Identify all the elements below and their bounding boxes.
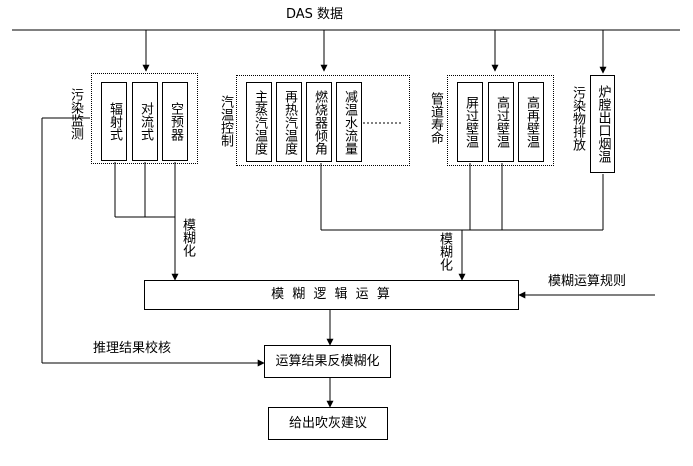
box-reheat-temp: 再热汽温度 [276, 82, 302, 162]
fuzzy-rule-label: 模糊运算规则 [548, 274, 627, 289]
fuzzy-logic-box: 模 糊 逻 辑 运 算 [144, 280, 519, 310]
group-label-emission: 污染物排放 [570, 86, 585, 151]
fuzzify-label-right: 模糊化 [437, 232, 452, 271]
group-label-pollution-monitor: 污染监测 [68, 88, 83, 140]
group-label-steam-control: 汽温控制 [218, 95, 233, 147]
box-desuperheat-flow: 减温水流量 [336, 82, 362, 162]
group-steam-control [236, 75, 410, 166]
box-convective: 对流式 [132, 82, 158, 161]
box-platen-temp: 屏过壁温 [457, 82, 483, 162]
group-pipe-life [447, 75, 554, 166]
box-hi-superheat-temp: 高过壁温 [488, 82, 514, 162]
defuzzify-label: 运算结果反模糊化 [275, 353, 380, 369]
fuzzy-logic-label: 模 糊 逻 辑 运 算 [271, 287, 392, 302]
box-main-steam-temp: 主蒸汽温度 [246, 82, 272, 162]
bus-label: DAS 数据 [286, 7, 344, 22]
box-air-preheater: 空预器 [162, 82, 188, 161]
group-pollution-monitor [91, 73, 198, 164]
group-label-pipe-life: 管道寿命 [428, 92, 443, 144]
box-radiant: 辐射式 [101, 82, 127, 161]
check-label: 推理结果校核 [93, 341, 172, 356]
box-furnace-exit-temp: 炉膛出口烟温 [590, 75, 615, 173]
defuzzify-box: 运算结果反模糊化 [264, 345, 391, 378]
box-burner-tilt: 燃烧器倾角 [306, 82, 332, 162]
fuzzify-label-left: 模糊化 [180, 218, 195, 257]
advice-box: 给出吹灰建议 [268, 407, 388, 440]
box-hi-reheat-temp: 高再壁温 [518, 82, 544, 162]
advice-label: 给出吹灰建议 [288, 415, 367, 431]
